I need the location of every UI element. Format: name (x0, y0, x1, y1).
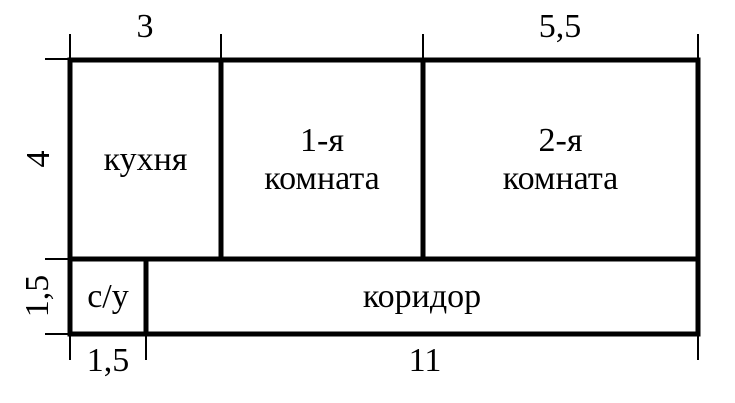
room-1-label-line2: комната (264, 159, 380, 197)
room-bathroom-label: с/у (87, 277, 129, 315)
room-1-label-line1: 1-я (300, 121, 344, 159)
dim-label-bottom-bathroom: 1,5 (86, 342, 130, 379)
dim-label-top-kitchen: 3 (136, 8, 154, 45)
room-2: 2-я комната (425, 62, 696, 257)
dim-label-bottom-corridor: 11 (408, 342, 442, 379)
room-2-label-line1: 2-я (538, 121, 583, 159)
room-corridor-label: коридор (362, 277, 482, 315)
room-bathroom: с/у (72, 261, 144, 332)
dim-label-left-corridor: 1,5 (19, 274, 56, 318)
room-kitchen: кухня (72, 62, 219, 257)
dim-label-top-room2: 5,5 (538, 8, 582, 45)
room-corridor: коридор (148, 261, 696, 332)
room-2-label-line2: комната (502, 159, 619, 197)
dim-label-left-rooms: 4 (20, 150, 57, 168)
room-1: 1-я комната (223, 62, 421, 257)
room-kitchen-label: кухня (103, 140, 188, 178)
